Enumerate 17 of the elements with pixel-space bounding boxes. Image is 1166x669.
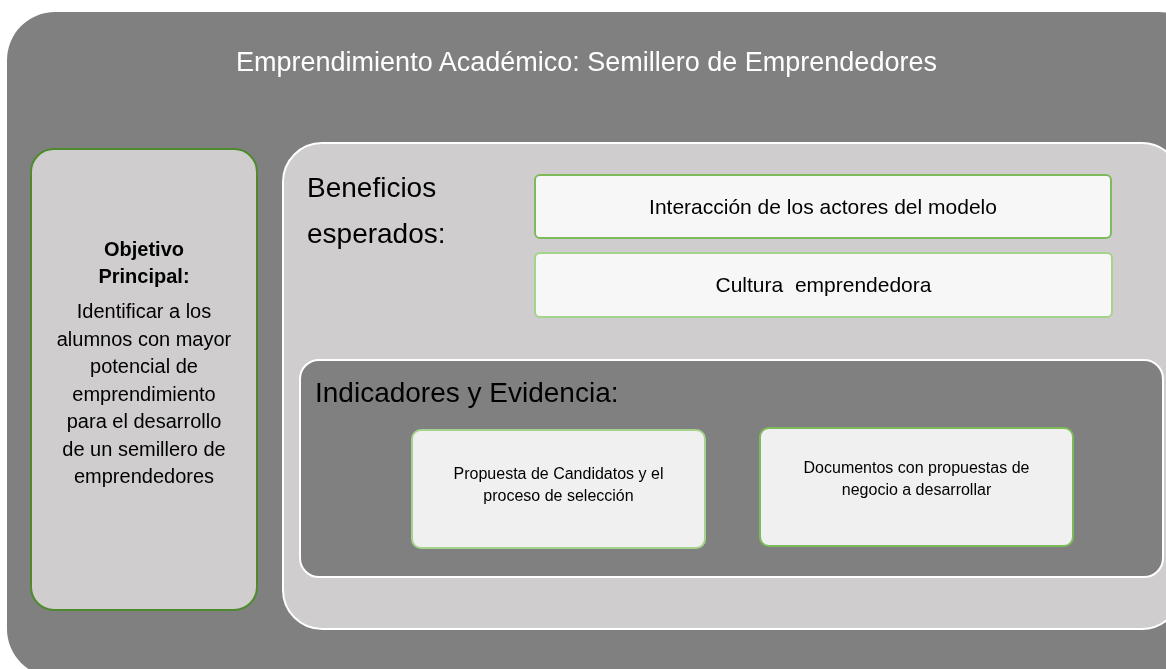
evidence-box (411, 429, 706, 549)
benefits-panel (282, 142, 1166, 630)
evidence-box (759, 427, 1074, 547)
panel-heading: Emprendimiento Académico: Semillero de Emprendedores (235, 46, 938, 79)
indicators-panel (299, 359, 1164, 578)
benefit-text: Cultura emprendedora (715, 272, 932, 299)
objective-text: Identificar a los alumnos con mayor potencial de emprendimiento para el desarrollo de un semillero de emprendedores (56, 299, 232, 490)
benefit-box (534, 174, 1112, 239)
indicators-heading: Indicadores y Evidencia: (315, 376, 619, 410)
benefit-text: Interacción de los actores del modelo (649, 193, 997, 220)
benefits-heading: Beneficios esperados: (307, 171, 447, 251)
evidence-text: Propuesta de Candidatos y el proceso de selección (452, 464, 665, 506)
objective-heading: Objetivo Principal: (97, 237, 191, 290)
objective-box (30, 148, 258, 611)
benefit-box (534, 252, 1113, 318)
outer-panel (7, 12, 1166, 669)
evidence-text: Documentos con propuestas de negocio a desarrollar (802, 458, 1031, 500)
